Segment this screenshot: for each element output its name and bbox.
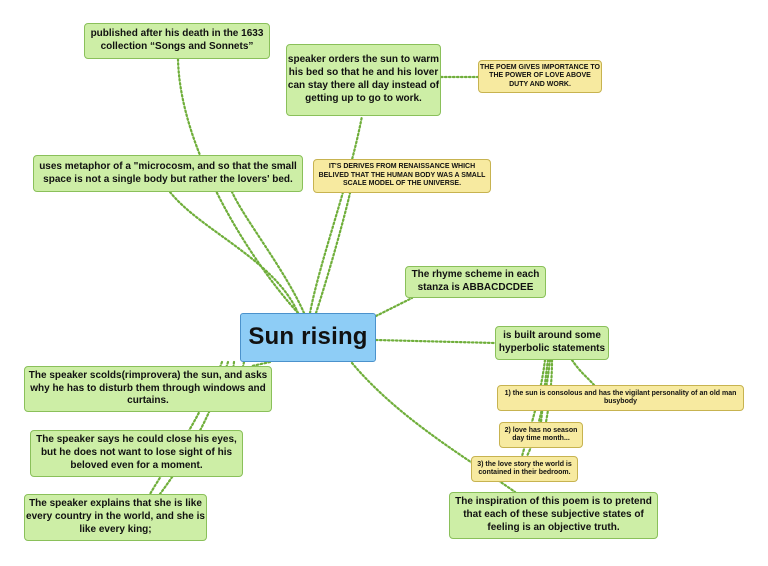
node-published[interactable]: published after his death in the 1633 co… xyxy=(84,23,270,59)
node-metaphor[interactable]: uses metaphor of a "microcosm, and so th… xyxy=(33,155,303,192)
link-rhyme xyxy=(374,296,414,318)
link-speaker-orders xyxy=(308,114,364,315)
note-hyperbole-3[interactable]: 3) the love story the world is contained… xyxy=(471,456,578,482)
link-metaphor-a xyxy=(168,190,300,315)
link-published xyxy=(176,57,300,315)
link-hyper-1 xyxy=(570,358,596,387)
note-poem-importance[interactable]: THE POEM GIVES IMPORTANCE TO THE POWER O… xyxy=(478,60,602,93)
link-hyper-3a xyxy=(520,358,547,458)
note-renaissance[interactable]: IT'S DERIVES FROM RENAISSANCE WHICH BELI… xyxy=(313,159,491,193)
link-renaissance xyxy=(314,191,352,315)
central-topic[interactable]: Sun rising xyxy=(240,313,376,362)
link-hyperbolic xyxy=(374,338,497,345)
link-scolds xyxy=(250,360,272,368)
node-close-eyes[interactable]: The speaker says he could close his eyes… xyxy=(30,430,243,477)
note-hyperbole-1[interactable]: 1) the sun is consolous and has the vigi… xyxy=(497,385,744,411)
node-inspiration[interactable]: The inspiration of this poem is to prete… xyxy=(449,492,658,539)
node-speaker-orders[interactable]: speaker orders the sun to warm his bed s… xyxy=(286,44,441,116)
node-hyperbolic[interactable]: is built around some hyperbolic statemen… xyxy=(495,326,609,360)
central-topic-label: Sun rising xyxy=(248,323,368,351)
node-rhyme-scheme[interactable]: The rhyme scheme in each stanza is ABBAC… xyxy=(405,266,546,298)
node-scolds[interactable]: The speaker scolds(rimprovera) the sun, … xyxy=(24,366,272,412)
link-hyper-3b xyxy=(525,358,552,458)
node-every-country[interactable]: The speaker explains that she is like ev… xyxy=(24,494,207,541)
link-metaphor-b xyxy=(230,190,306,315)
note-hyperbole-2[interactable]: 2) love has no season day time month... xyxy=(499,422,583,448)
